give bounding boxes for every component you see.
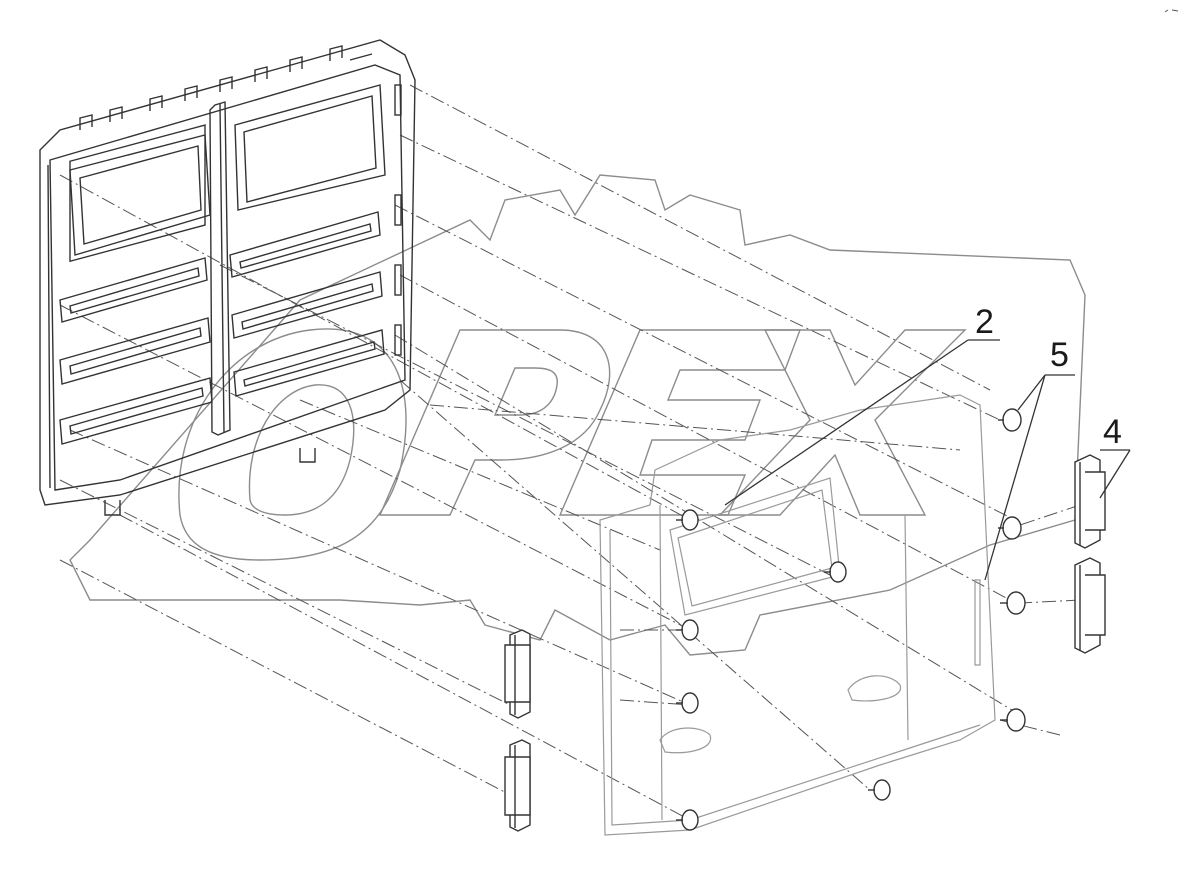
trim-panel-window xyxy=(669,477,841,616)
fastener-clip xyxy=(1000,708,1026,732)
callout-5-leader-a xyxy=(1017,374,1046,411)
callout-2-label: 2 xyxy=(975,303,994,341)
fastener-clip xyxy=(998,516,1022,540)
fastener-clip xyxy=(1000,591,1026,615)
watermark-letter-p xyxy=(378,329,611,516)
fasteners xyxy=(676,408,1026,831)
bracket-left-lower xyxy=(504,739,531,832)
fastener-clip xyxy=(676,809,699,831)
trim-panel-outline xyxy=(599,394,996,836)
callout-leaders xyxy=(724,339,1131,581)
fastener-clip xyxy=(676,692,699,714)
fastener-clip xyxy=(824,561,847,583)
callout-5-label: 5 xyxy=(1050,336,1069,374)
watermark-letter-e xyxy=(558,329,802,516)
watermark-letter-x xyxy=(718,329,967,516)
callout-2-leader xyxy=(724,339,969,506)
assembly-dashed-lines xyxy=(59,84,1081,821)
callout-4-label: 4 xyxy=(1103,413,1122,451)
bracket-left-upper xyxy=(504,629,531,719)
watermark-letter-o xyxy=(178,328,407,561)
callout-5-leader-b xyxy=(984,374,1046,581)
callout-4-leader xyxy=(1099,449,1131,499)
fastener-clip xyxy=(868,779,891,801)
main-panel-frame xyxy=(39,39,416,516)
fastener-clip xyxy=(998,408,1022,432)
brackets xyxy=(504,454,1106,832)
fastener-clip xyxy=(676,619,699,641)
bracket-right-lower xyxy=(1074,557,1106,654)
watermark-logo xyxy=(69,174,1086,656)
fastener-clip xyxy=(676,509,699,531)
trim-panel xyxy=(599,394,996,836)
bracket-right-upper xyxy=(1074,454,1106,549)
panel-outline xyxy=(39,39,416,506)
watermark-gear-outline xyxy=(69,174,1086,656)
corner-marks xyxy=(1164,9,1179,13)
panel-window-left xyxy=(69,124,206,263)
